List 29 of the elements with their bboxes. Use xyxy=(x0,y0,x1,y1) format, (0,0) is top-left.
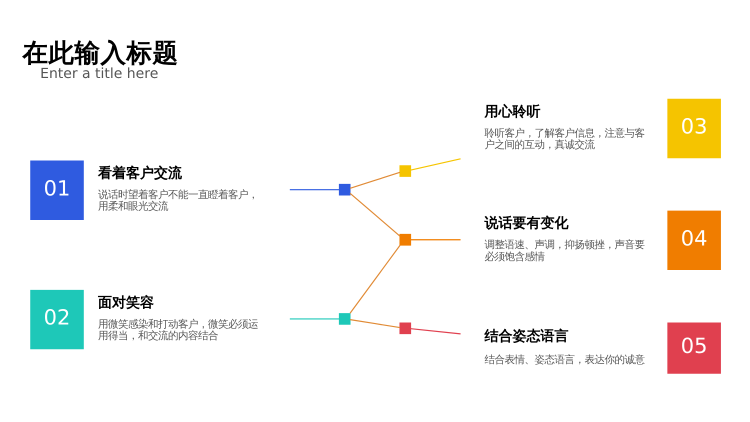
node-label: 看着客户交流 xyxy=(98,165,182,182)
node-box xyxy=(338,183,351,195)
node-box: 03 xyxy=(667,98,721,158)
node-box: 04 xyxy=(667,210,721,270)
node-label: 调整语速、声调，抑扬顿挫，声音要必须饱含感情 xyxy=(484,238,644,262)
node-label: 说话时望着客户不能一直瞪着客户，用柔和眼光交流 xyxy=(98,188,258,212)
node-label: 结合表情、姿态语言，表达你的诚意 xyxy=(484,353,644,366)
connector xyxy=(350,318,400,328)
node-box: 01 xyxy=(30,160,84,220)
node-box xyxy=(399,233,412,246)
node-box: 02 xyxy=(30,289,84,349)
connector xyxy=(350,192,400,236)
connector xyxy=(410,158,461,170)
node-box xyxy=(338,312,351,324)
connector xyxy=(410,238,461,240)
node-label: 结合姿态语言 xyxy=(484,328,568,344)
node-label: 聆听客户，了解客户信息，注意与客户之间的互动，真诚交流 xyxy=(484,126,644,150)
node-label: 面对笑容 xyxy=(98,294,154,310)
node-label: 说话要有变化 xyxy=(484,215,568,232)
node-label: 用微笑感染和打动客户，微笑必须运用得当，和交流的内容结合 xyxy=(98,318,258,342)
connector xyxy=(290,188,340,190)
connector xyxy=(350,171,400,188)
connector xyxy=(410,328,461,334)
node-box xyxy=(399,322,412,334)
node-box: 05 xyxy=(667,322,721,374)
connector xyxy=(350,244,400,314)
node-label: 用心聆听 xyxy=(484,103,540,120)
node-box xyxy=(399,164,412,176)
connector xyxy=(290,318,340,320)
